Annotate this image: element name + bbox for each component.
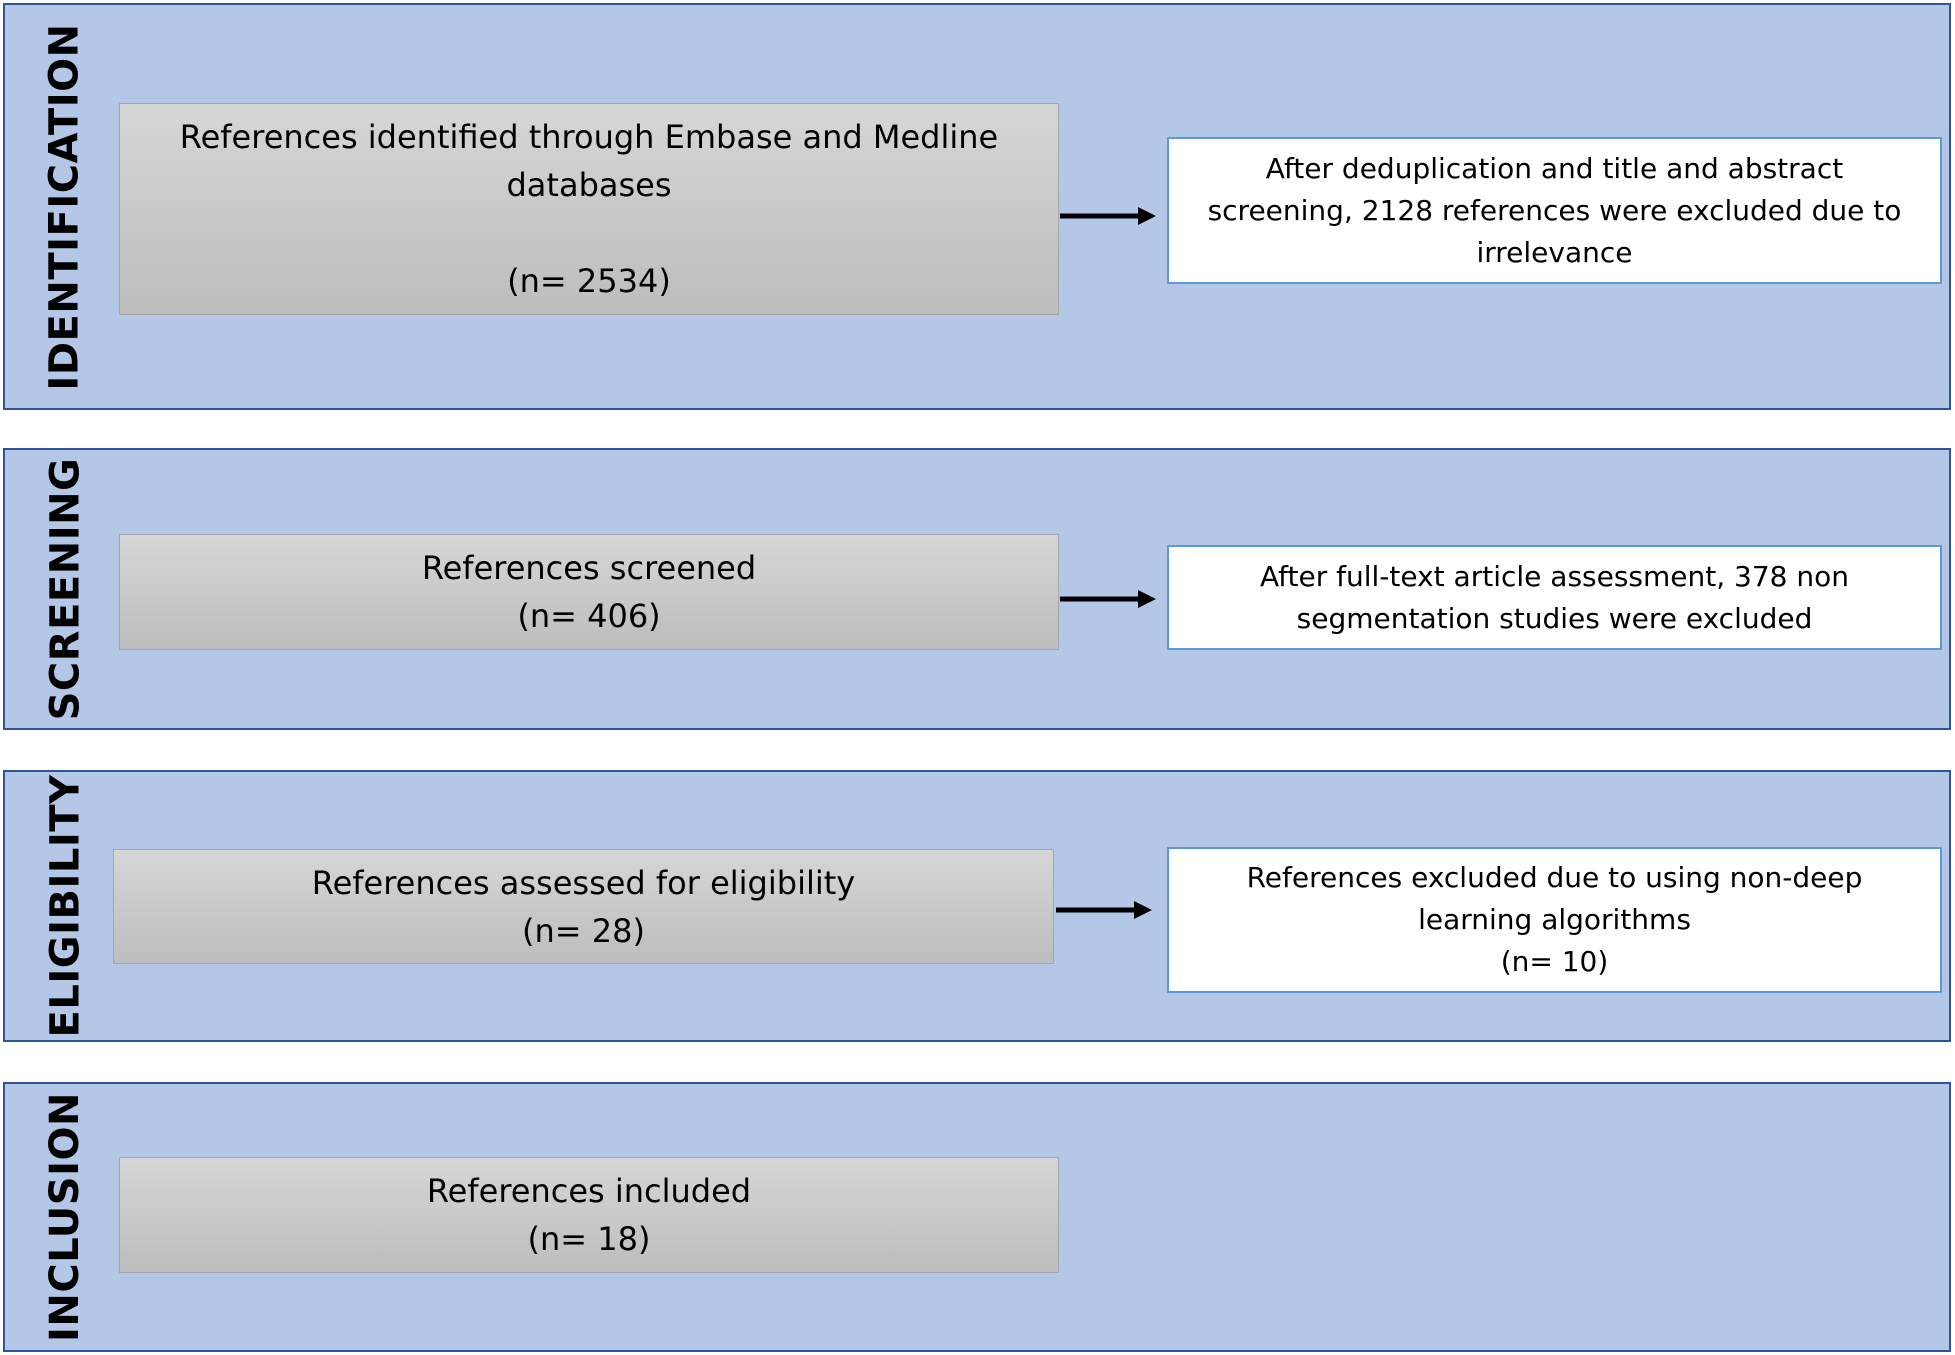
identification-excluded-line3: irrelevance: [1476, 235, 1633, 269]
identification-arrow: [1060, 207, 1156, 225]
identification-stage-text: IDENTIFICATION: [42, 22, 88, 391]
eligibility-assessed-line1: References assessed for eligibility: [311, 863, 856, 902]
identification-excluded-line1: After deduplication and title and abstra…: [1265, 151, 1844, 185]
screening-arrow: [1060, 590, 1156, 608]
screening-excluded-line2: segmentation studies were excluded: [1296, 601, 1813, 635]
inclusion-stage-label: INCLUSION: [25, 1084, 105, 1350]
screened-references-box: References screened (n= 406): [119, 534, 1059, 650]
identified-references-line2: databases: [506, 166, 672, 204]
identified-references-line1: References identified through Embase and…: [179, 118, 999, 156]
eligibility-excluded-line2: learning algorithms: [1418, 903, 1691, 936]
identification-excluded-box: After deduplication and title and abstra…: [1167, 137, 1942, 284]
inclusion-stage-text: INCLUSION: [42, 1092, 88, 1342]
included-references-count: (n= 18): [527, 1220, 651, 1258]
screening-stage-text: SCREENING: [42, 457, 88, 721]
identified-references-count: (n= 2534): [507, 262, 671, 300]
eligibility-assessed-box: References assessed for eligibility (n= …: [113, 849, 1054, 964]
eligibility-assessed-count: (n= 28): [522, 911, 645, 950]
identified-references-box: References identified through Embase and…: [119, 103, 1059, 315]
eligibility-stage-text: ELIGIBILITY: [42, 774, 88, 1038]
identification-stage-label: IDENTIFICATION: [25, 5, 105, 408]
eligibility-stage-label: ELIGIBILITY: [25, 772, 105, 1040]
screening-excluded-box: After full-text article assessment, 378 …: [1167, 545, 1942, 650]
screening-excluded-line1: After full-text article assessment, 378 …: [1259, 559, 1850, 593]
screened-references-line1: References screened: [421, 549, 757, 587]
screening-stage-label: SCREENING: [25, 450, 105, 728]
eligibility-excluded-line1: References excluded due to using non-dee…: [1246, 861, 1863, 894]
eligibility-arrow: [1056, 901, 1152, 919]
included-references-box: References included (n= 18): [119, 1157, 1059, 1273]
eligibility-excluded-box: References excluded due to using non-dee…: [1167, 847, 1942, 993]
screened-references-count: (n= 406): [517, 597, 661, 635]
included-references-line1: References included: [426, 1172, 752, 1210]
identification-excluded-line2: screening, 2128 references were excluded…: [1207, 193, 1902, 227]
eligibility-excluded-count: (n= 10): [1500, 945, 1609, 978]
